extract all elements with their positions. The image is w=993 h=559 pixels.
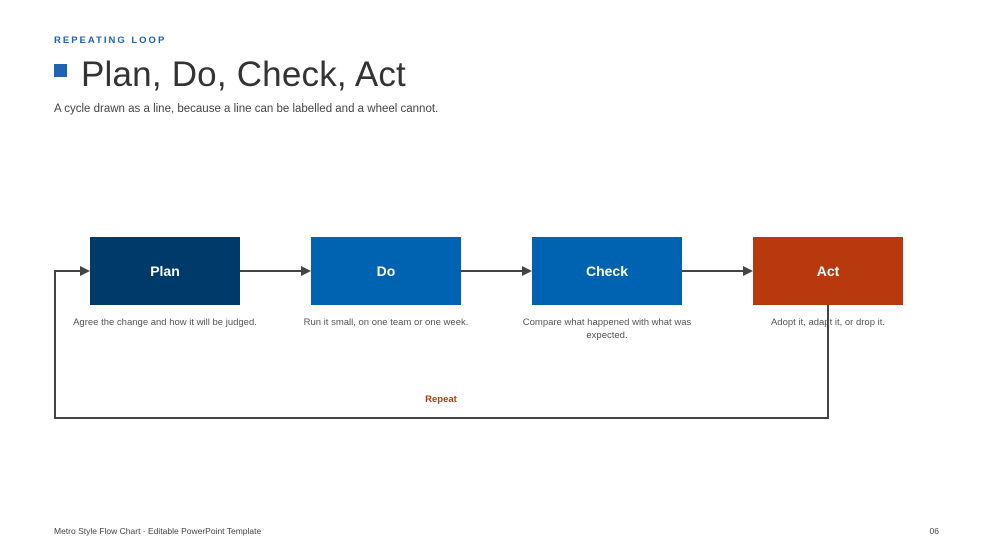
title-row: Plan, Do, Check, Act	[54, 54, 406, 96]
step-desc-plan: Agree the change and how it will be judg…	[73, 317, 257, 328]
footer-text: Metro Style Flow Chart · Editable PowerP…	[54, 526, 262, 536]
step-box-plan: Plan	[90, 237, 240, 305]
step-box-do: Do	[311, 237, 461, 305]
step-box-act: Act	[753, 237, 903, 305]
step-box-check: Check	[532, 237, 682, 305]
arrow-repeat-loop	[54, 266, 829, 419]
page-subtitle: A cycle drawn as a line, because a line …	[54, 103, 439, 115]
step-desc-act: Adopt it, adapt it, or drop it.	[770, 317, 886, 328]
repeat-label: Repeat	[425, 394, 457, 405]
page-number: 06	[929, 526, 939, 536]
title-square-icon	[54, 63, 67, 77]
step-desc-do: Run it small, on one team or one week.	[303, 317, 469, 328]
page-title: Plan, Do, Check, Act	[81, 55, 406, 94]
step-desc-check: Compare what happened with what was expe…	[522, 317, 692, 341]
eyebrow-label: REPEATING LOOP	[54, 35, 167, 46]
